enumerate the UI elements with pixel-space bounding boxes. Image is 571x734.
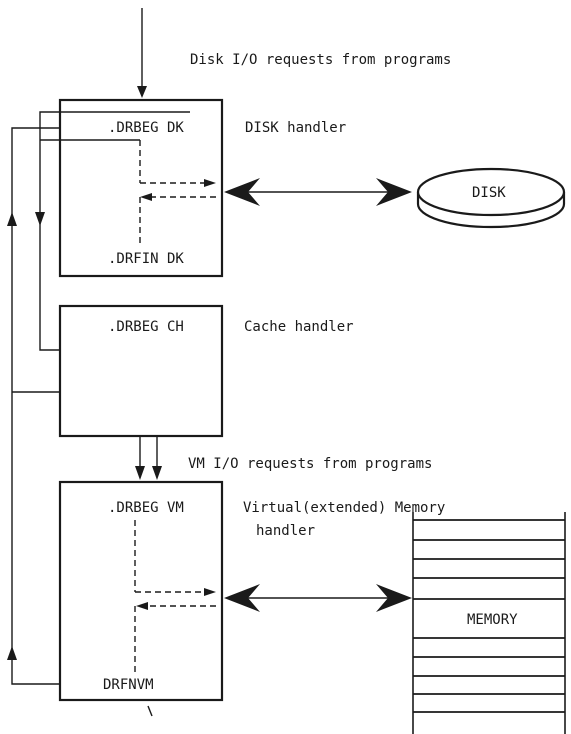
disk-link-arrowhead-left	[224, 178, 260, 206]
disk-handler-box	[58, 98, 224, 278]
drbeg-dk-label: .DRBEG DK	[108, 120, 184, 136]
drfnvm-label: DRFNVM	[103, 677, 154, 693]
memory-link-arrowhead-left	[224, 584, 260, 612]
outer-return-line	[11, 127, 60, 685]
disk-to-cache-arrowhead-left	[35, 212, 45, 226]
disk-request-arrowhead	[137, 86, 147, 98]
disk-cylinder-top	[416, 167, 566, 217]
cache-to-vm-arrowhead	[135, 466, 145, 480]
vm-internal-arrowhead-in	[136, 602, 148, 610]
vm-handler-box	[58, 480, 224, 702]
disk-link-arrowhead-right	[376, 178, 412, 206]
vm-requests-label: VM I/O requests from programs	[188, 456, 432, 472]
vm-request-arrowhead	[152, 466, 162, 480]
outer-return-arrowhead-high	[7, 212, 17, 226]
memory-label: MEMORY	[467, 612, 518, 628]
disk-internal-arrowhead-in	[140, 193, 152, 201]
drbeg-vm-label: .DRBEG VM	[108, 500, 184, 516]
cache-handler-label: Cache handler	[244, 319, 354, 335]
vm-bottom-tick	[147, 705, 153, 717]
disk-requests-label: Disk I/O requests from programs	[190, 52, 451, 68]
vm-handler-label-2: handler	[256, 523, 315, 539]
cache-handler-box	[58, 304, 224, 438]
outer-return-arrowhead-low	[7, 646, 17, 660]
drfin-dk-label: .DRFIN DK	[108, 251, 184, 267]
drbeg-ch-label: .DRBEG CH	[108, 319, 184, 335]
vm-internal-arrowhead-out	[204, 588, 216, 596]
disk-handler-label: DISK handler	[245, 120, 346, 136]
vm-handler-label-1: Virtual(extended) Memory	[243, 500, 445, 516]
disk-label: DISK	[472, 185, 506, 201]
memory-link-arrowhead-right	[376, 584, 412, 612]
memory-stack	[412, 512, 566, 734]
disk-internal-arrowhead-out	[204, 179, 216, 187]
